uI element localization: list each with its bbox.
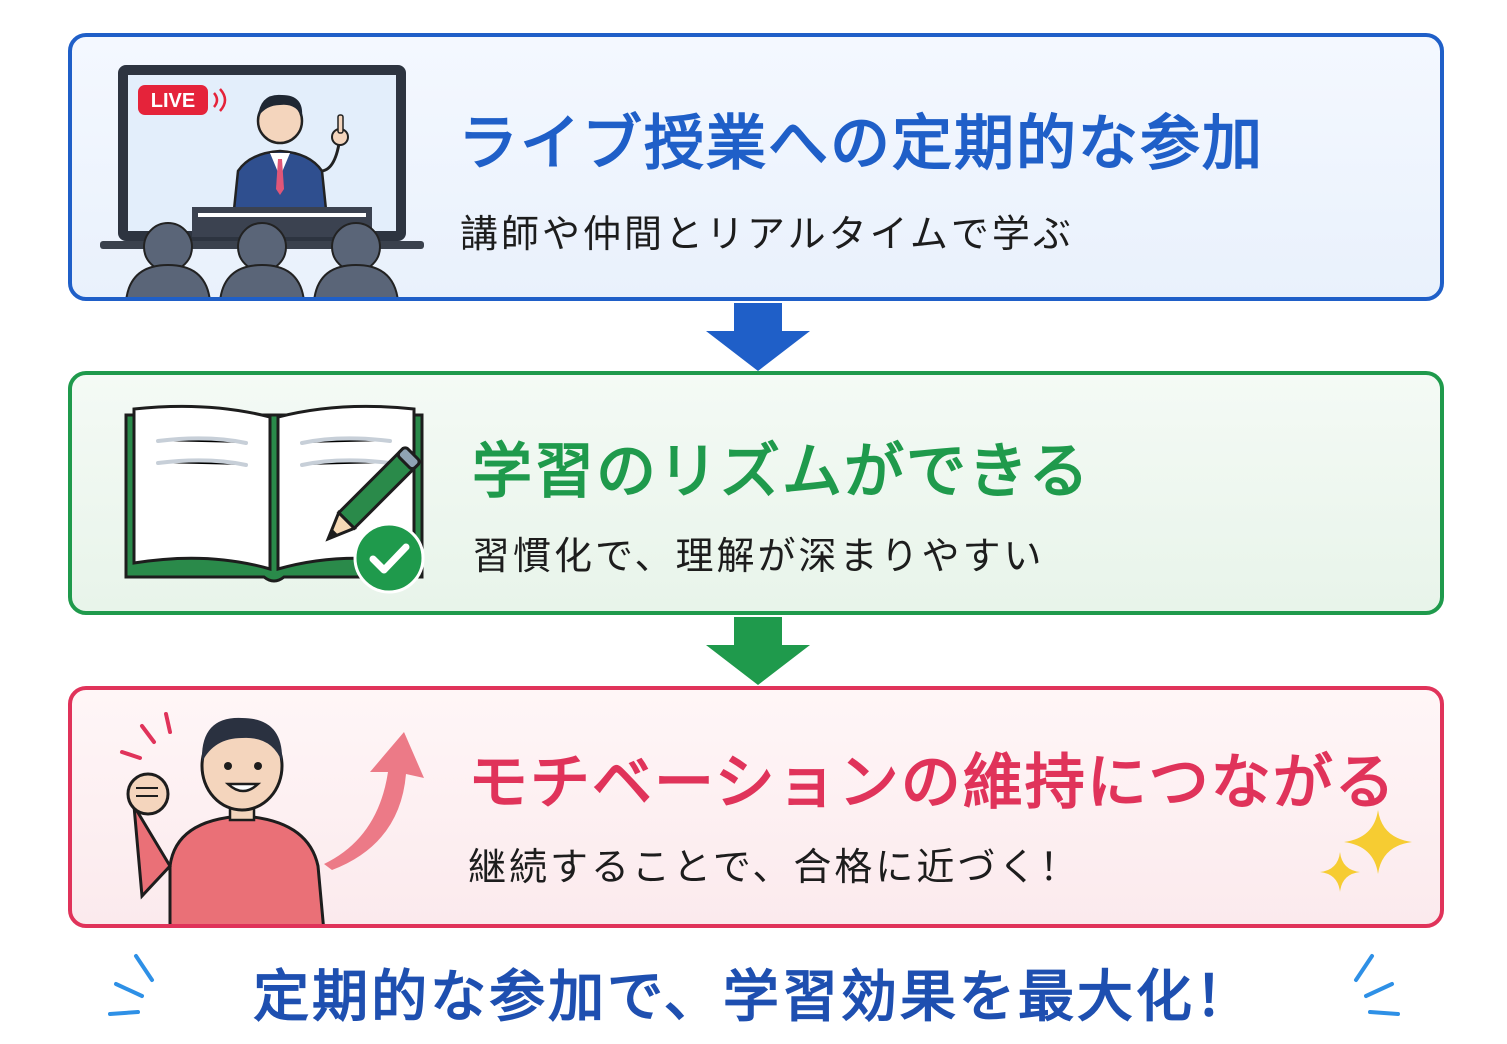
pencil-icon (325, 446, 421, 542)
emphasis-lines-right-icon (1354, 954, 1400, 1016)
step-card-rhythm: 学習のリズムができる 習慣化で、理解が深まりやすい (68, 371, 1444, 615)
conclusion-text: 定期的な参加で、学習効果を最大化！ (253, 965, 1254, 1030)
sparkle-icon (1320, 810, 1412, 892)
down-arrow-icon (706, 303, 810, 371)
step-subtitle: 習慣化で、理解が深まりやすい (472, 534, 1045, 578)
live-class-monitor-icon: LIVE (100, 65, 424, 297)
up-arrow-icon (324, 732, 424, 870)
down-arrow-icon (706, 617, 810, 685)
step-subtitle: 講師や仲間とリアルタイムで学ぶ (460, 212, 1074, 256)
check-icon (353, 522, 425, 594)
emphasis-lines-left-icon (108, 954, 154, 1016)
live-badge: LIVE (151, 90, 195, 112)
step-title: モチベーションの維持につながる (468, 748, 1397, 818)
step-card-motivation: モチベーションの維持につながる 継続することで、合格に近づく！ (68, 686, 1444, 928)
step-subtitle: 継続することで、合格に近づく！ (468, 845, 1081, 889)
step-title: ライブ授業への定期的な参加 (458, 109, 1264, 179)
step-card-live-class: LIVE ライブ授業への定期的な参加 講師や仲間とリアルタイムで学ぶ (68, 33, 1444, 301)
cheering-person-icon (120, 712, 325, 924)
step-title: 学習のリズムができる (472, 437, 1091, 507)
